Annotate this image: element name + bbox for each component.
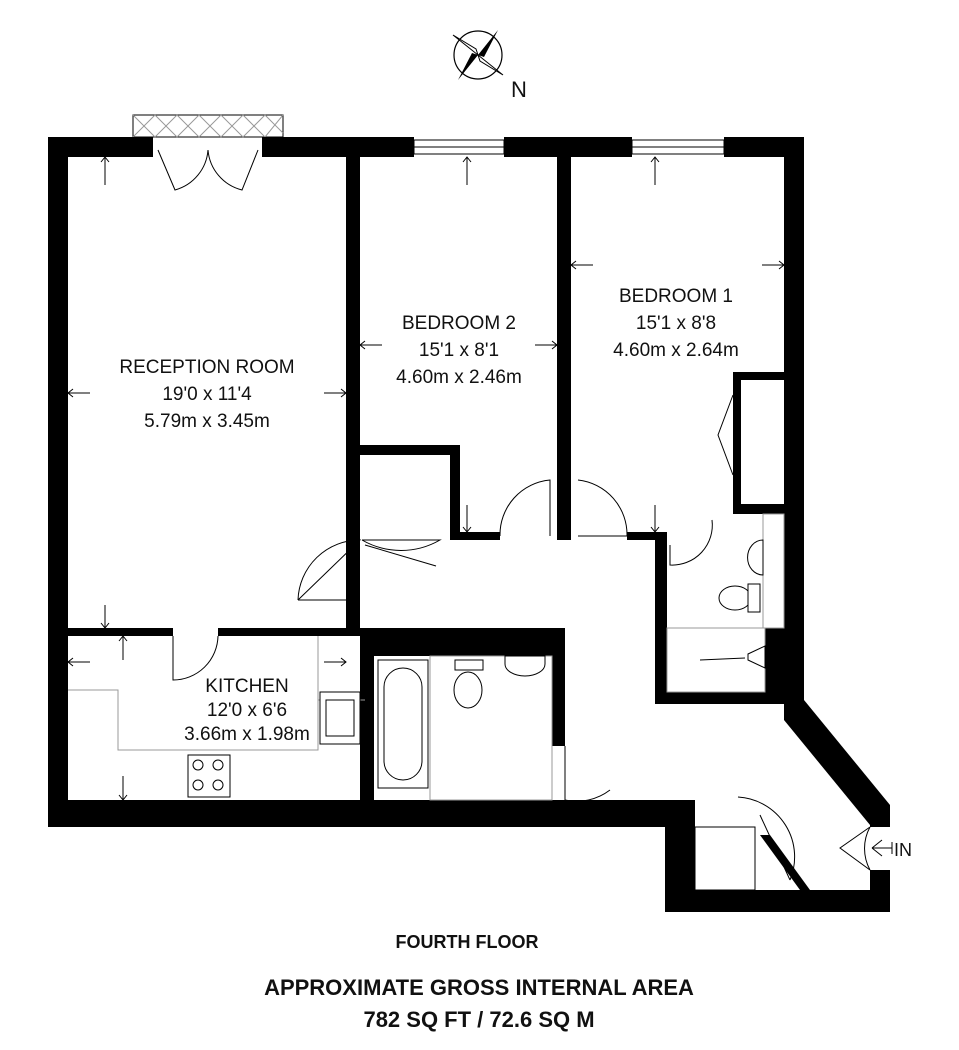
balcony xyxy=(132,114,284,138)
doors xyxy=(172,394,871,881)
entrance-arrow-icon xyxy=(871,839,893,857)
bedroom-2-metric: 4.60m x 2.46m xyxy=(396,367,522,388)
toilet-icon xyxy=(453,671,483,709)
kitchen-imperial: 12'0 x 6'6 xyxy=(207,700,287,721)
windows xyxy=(413,139,725,155)
shower-icon xyxy=(699,645,766,669)
outer-walls xyxy=(48,137,890,912)
reception-room-name: RECEPTION ROOM xyxy=(119,357,294,378)
kitchen-label: KITCHEN 12'0 x 6'6 3.66m x 1.98m xyxy=(184,676,310,745)
reception-room-label: RECEPTION ROOM 19'0 x 11'4 5.79m x 3.45m xyxy=(119,357,294,432)
bedroom-2-label: BEDROOM 2 15'1 x 8'1 4.60m x 2.46m xyxy=(396,313,522,388)
ensuite-toilet-icon xyxy=(718,585,752,611)
french-doors xyxy=(157,149,259,191)
dimension-arrows xyxy=(67,156,785,801)
entrance-label: IN xyxy=(894,840,912,860)
kitchen-name: KITCHEN xyxy=(205,676,288,697)
kitchen-metric: 3.66m x 1.98m xyxy=(184,724,310,745)
bedroom-2-imperial: 15'1 x 8'1 xyxy=(419,340,499,361)
bedroom-1-label: BEDROOM 1 15'1 x 8'8 4.60m x 2.64m xyxy=(613,286,739,361)
interior-walls xyxy=(68,157,804,800)
reception-room-metric: 5.79m x 3.45m xyxy=(144,411,270,432)
compass-icon xyxy=(452,30,504,80)
ensuite-fittings xyxy=(666,513,785,693)
reception-room-imperial: 19'0 x 11'4 xyxy=(162,384,252,405)
bathroom-fittings xyxy=(377,655,553,801)
kitchen-fittings xyxy=(68,636,365,798)
floor-label: FOURTH FLOOR xyxy=(396,932,539,952)
area-value: 782 SQ FT / 72.6 SQ M xyxy=(363,1007,594,1032)
north-label: N xyxy=(511,77,527,102)
bedroom-2-name: BEDROOM 2 xyxy=(402,313,516,334)
hob-icon xyxy=(187,754,231,798)
bedroom-1-metric: 4.60m x 2.64m xyxy=(613,340,739,361)
bedroom-1-name: BEDROOM 1 xyxy=(619,286,733,307)
area-title: APPROXIMATE GROSS INTERNAL AREA xyxy=(264,975,694,1000)
bedroom-1-imperial: 15'1 x 8'8 xyxy=(636,313,716,334)
basin-icon xyxy=(504,655,546,677)
